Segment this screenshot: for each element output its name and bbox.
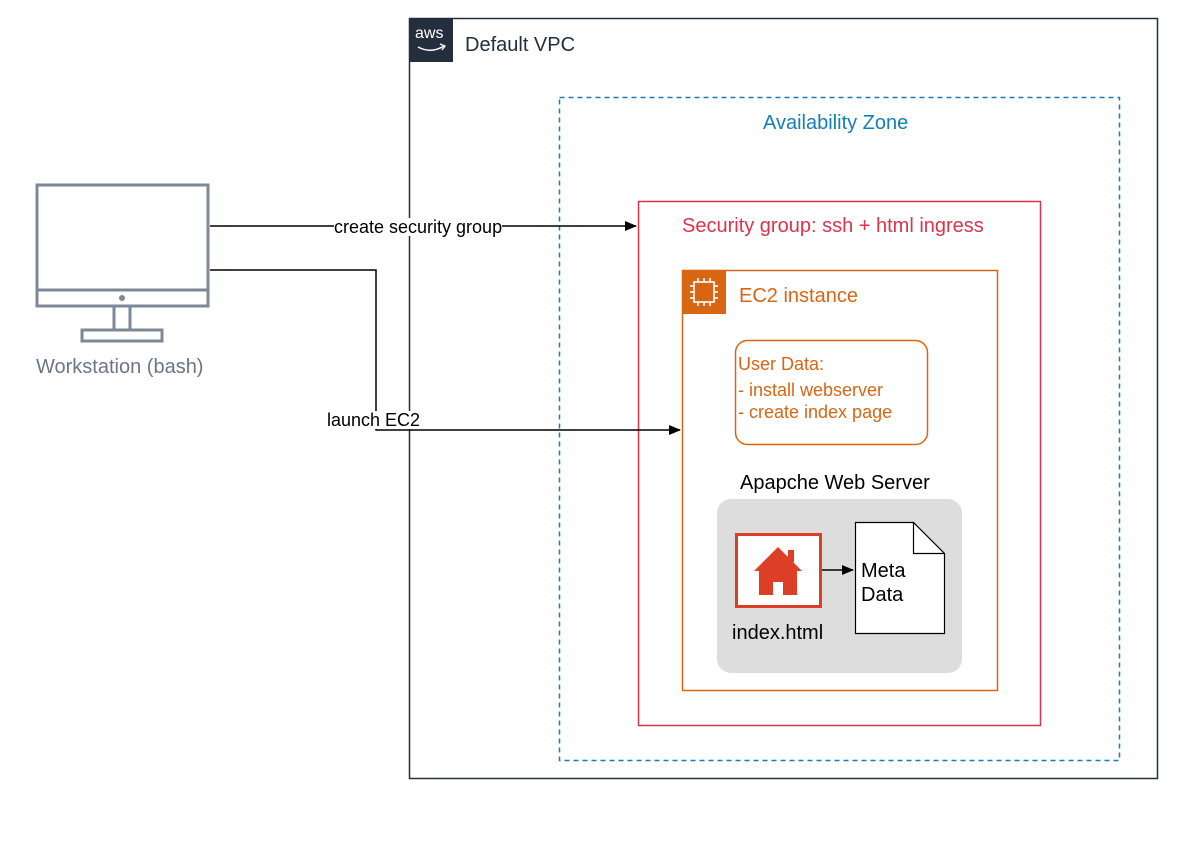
vpc-group-border <box>408 17 1159 780</box>
vpc-label: Default VPC <box>465 34 576 56</box>
metadata-line-1: Meta <box>861 560 906 582</box>
ec2-instance-border <box>681 269 999 692</box>
launch-ec2-label: launch EC2 <box>327 410 421 430</box>
monitor-power-dot <box>119 295 125 301</box>
aws-logo-text: aws <box>415 25 444 42</box>
availability-zone-border <box>558 96 1121 762</box>
aws-smile-tip <box>439 43 447 51</box>
ec2-icon-tile <box>682 270 726 314</box>
security-group-border <box>637 200 1042 727</box>
aws-logo-tile <box>409 18 453 62</box>
create-security-group-label: create security group <box>334 217 503 237</box>
metadata-line-2: Data <box>861 584 904 606</box>
user-data-title: User Data: <box>738 354 825 374</box>
metadata-document <box>854 521 946 635</box>
index-html-label: index.html <box>732 622 824 644</box>
desktop-monitor-icon <box>35 183 210 343</box>
user-data-line-1: - install webserver <box>738 380 884 400</box>
security-group-label: Security group: ssh + html ingress <box>682 215 984 237</box>
ec2-instance-label: EC2 instance <box>739 285 858 307</box>
user-data-box <box>734 339 929 446</box>
ec2-chip-icon <box>690 278 718 306</box>
aws-smile <box>417 45 445 51</box>
availability-zone-label: Availability Zone <box>763 112 909 134</box>
user-data-line-2: - create index page <box>738 402 893 422</box>
web-server-label: Apapche Web Server <box>740 472 930 494</box>
document-fold <box>912 522 945 555</box>
home-icon <box>754 547 802 595</box>
workstation-label: Workstation (bash) <box>36 356 204 378</box>
launch-ec2-arrow[interactable] <box>210 269 681 435</box>
